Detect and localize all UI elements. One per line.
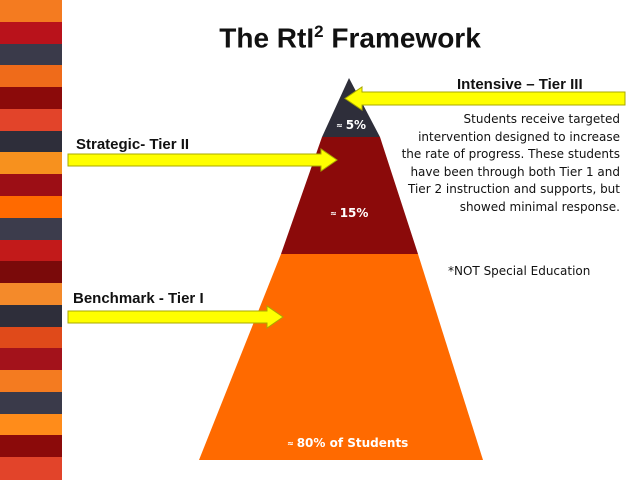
title-suffix: Framework	[323, 22, 481, 54]
tier-1-percent-value: 80% of Students	[296, 436, 409, 450]
stripe-segment	[0, 435, 62, 459]
tier-3-arrow	[344, 86, 626, 111]
stripe-segment	[0, 43, 62, 67]
stripe-segment	[0, 195, 62, 219]
page-title: The RtI2 Framework	[180, 22, 520, 54]
tier-3-percent-value: 5%	[345, 118, 367, 132]
stripe-segment	[0, 130, 62, 154]
stripe-segment	[0, 261, 62, 285]
tier-2-label: Strategic- Tier II	[76, 136, 190, 153]
approx-symbol: ≈	[330, 209, 337, 218]
tier-2-arrow	[67, 148, 338, 172]
stripe-segment	[0, 21, 62, 45]
approx-symbol: ≈	[336, 121, 343, 130]
special-education-note: *NOT Special Education	[448, 264, 591, 278]
stripe-segment	[0, 65, 62, 89]
tier-1-label: Benchmark - Tier I	[73, 290, 204, 307]
tier-2-percent-value: 15%	[339, 206, 369, 220]
stripe-segment	[0, 413, 62, 437]
stripe-segment	[0, 239, 62, 263]
approx-symbol: ≈	[287, 439, 294, 448]
decorative-side-stripe	[0, 0, 62, 480]
stripe-segment	[0, 326, 62, 350]
stripe-segment	[0, 152, 62, 176]
tier-3-label: Intensive – Tier III	[457, 76, 583, 93]
stripe-segment	[0, 174, 62, 197]
stripe-segment	[0, 217, 62, 241]
stripe-segment	[0, 108, 62, 132]
tier-1-percentage: ≈80% of Students	[287, 436, 408, 450]
tier-3-description: Students receive targeted intervention d…	[401, 112, 620, 214]
stripe-segment	[0, 391, 62, 415]
tier-1-arrow	[67, 305, 284, 329]
stripe-segment	[0, 0, 62, 23]
stripe-segment	[0, 348, 62, 372]
stripe-segment	[0, 283, 62, 306]
stripe-segment	[0, 87, 62, 110]
pyramid-tier-3	[322, 78, 380, 137]
tier-3-percentage: ≈5%	[336, 118, 366, 132]
stripe-segment	[0, 370, 62, 393]
title-text: The RtI	[219, 22, 315, 54]
title-superscript: 2	[314, 22, 324, 41]
stripe-segment	[0, 457, 62, 480]
tier-2-percentage: ≈15%	[330, 206, 368, 220]
pyramid-tier-1	[199, 254, 483, 460]
stripe-segment	[0, 304, 62, 328]
